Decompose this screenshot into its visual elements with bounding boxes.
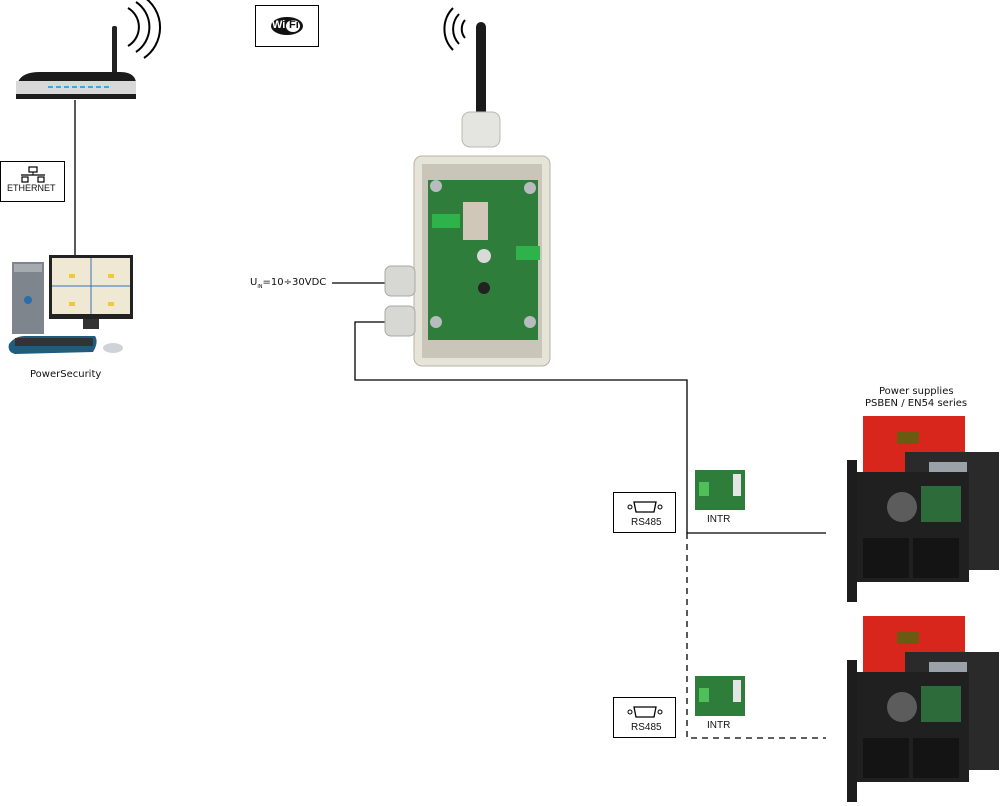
intr-label-top: INTR — [707, 514, 731, 525]
intr-board-top — [695, 470, 745, 510]
rs485-badge-top: RS485 — [613, 492, 676, 533]
intr-label-bottom: INTR — [707, 720, 731, 731]
power-supplies-title-line1: Power supplies — [879, 386, 954, 397]
rs485-bus-line — [354, 321, 826, 534]
power-supply-unit-top — [847, 416, 999, 602]
wifi-label-right: Fi — [289, 19, 299, 31]
serial-port-icon — [627, 501, 663, 513]
ethernet-label: ETHERNET — [7, 183, 56, 193]
wifi-module-device — [384, 7, 551, 367]
intr-board-bottom — [695, 676, 745, 716]
wifi-label-left: Wi — [272, 19, 286, 31]
rs485-bus-dashed-line — [686, 533, 826, 739]
wifi-badge: Wi Fi — [255, 5, 319, 47]
network-icon — [21, 166, 45, 183]
rs485-label-bottom: RS485 — [631, 722, 662, 733]
power-input-value: =10÷30VDC — [262, 277, 327, 288]
rs485-badge-bottom: RS485 — [613, 697, 676, 738]
computer-icon — [8, 255, 133, 354]
power-input-label: UIN=10÷30VDC — [250, 277, 326, 290]
serial-port-icon — [627, 706, 663, 718]
power-input-prefix: U — [250, 277, 258, 288]
router-icon — [16, 0, 161, 99]
rs485-label-top: RS485 — [631, 517, 662, 528]
ethernet-badge: ETHERNET — [0, 161, 65, 202]
power-supply-unit-bottom — [847, 616, 999, 802]
wifi-logo-icon — [271, 17, 303, 35]
power-input-sub: IN — [257, 284, 263, 290]
computer-label: PowerSecurity — [30, 369, 102, 380]
power-supplies-title-line2: PSBEN / EN54 series — [865, 398, 968, 409]
